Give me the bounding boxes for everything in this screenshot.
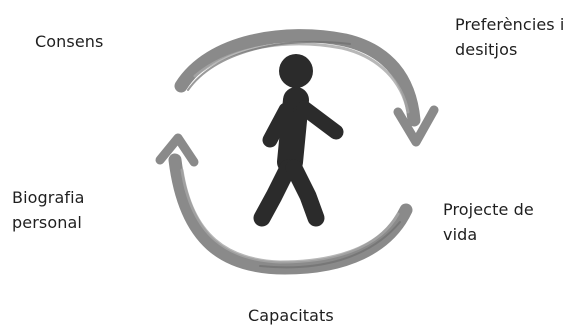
label-biography-line1: Biografia	[12, 188, 85, 207]
label-capacities: Capacitats	[248, 303, 334, 326]
label-biography: Biografia personal	[12, 185, 85, 235]
label-preferences: Preferències i desitjos	[455, 12, 564, 62]
walking-person-icon	[253, 54, 344, 227]
label-consens: Consens	[35, 29, 103, 54]
label-life-project-line2: vida	[443, 225, 478, 244]
label-biography-line2: personal	[12, 213, 82, 232]
bottom-curved-arrow-icon	[155, 133, 413, 275]
top-curved-arrow-icon	[174, 29, 439, 147]
label-preferences-line2: desitjos	[455, 40, 518, 59]
label-life-project-line1: Projecte de	[443, 200, 534, 219]
label-preferences-line1: Preferències i	[455, 15, 565, 34]
label-capacities-text: Capacitats	[248, 306, 334, 325]
label-life-project: Projecte de vida	[443, 197, 534, 247]
label-consens-text: Consens	[35, 32, 104, 51]
